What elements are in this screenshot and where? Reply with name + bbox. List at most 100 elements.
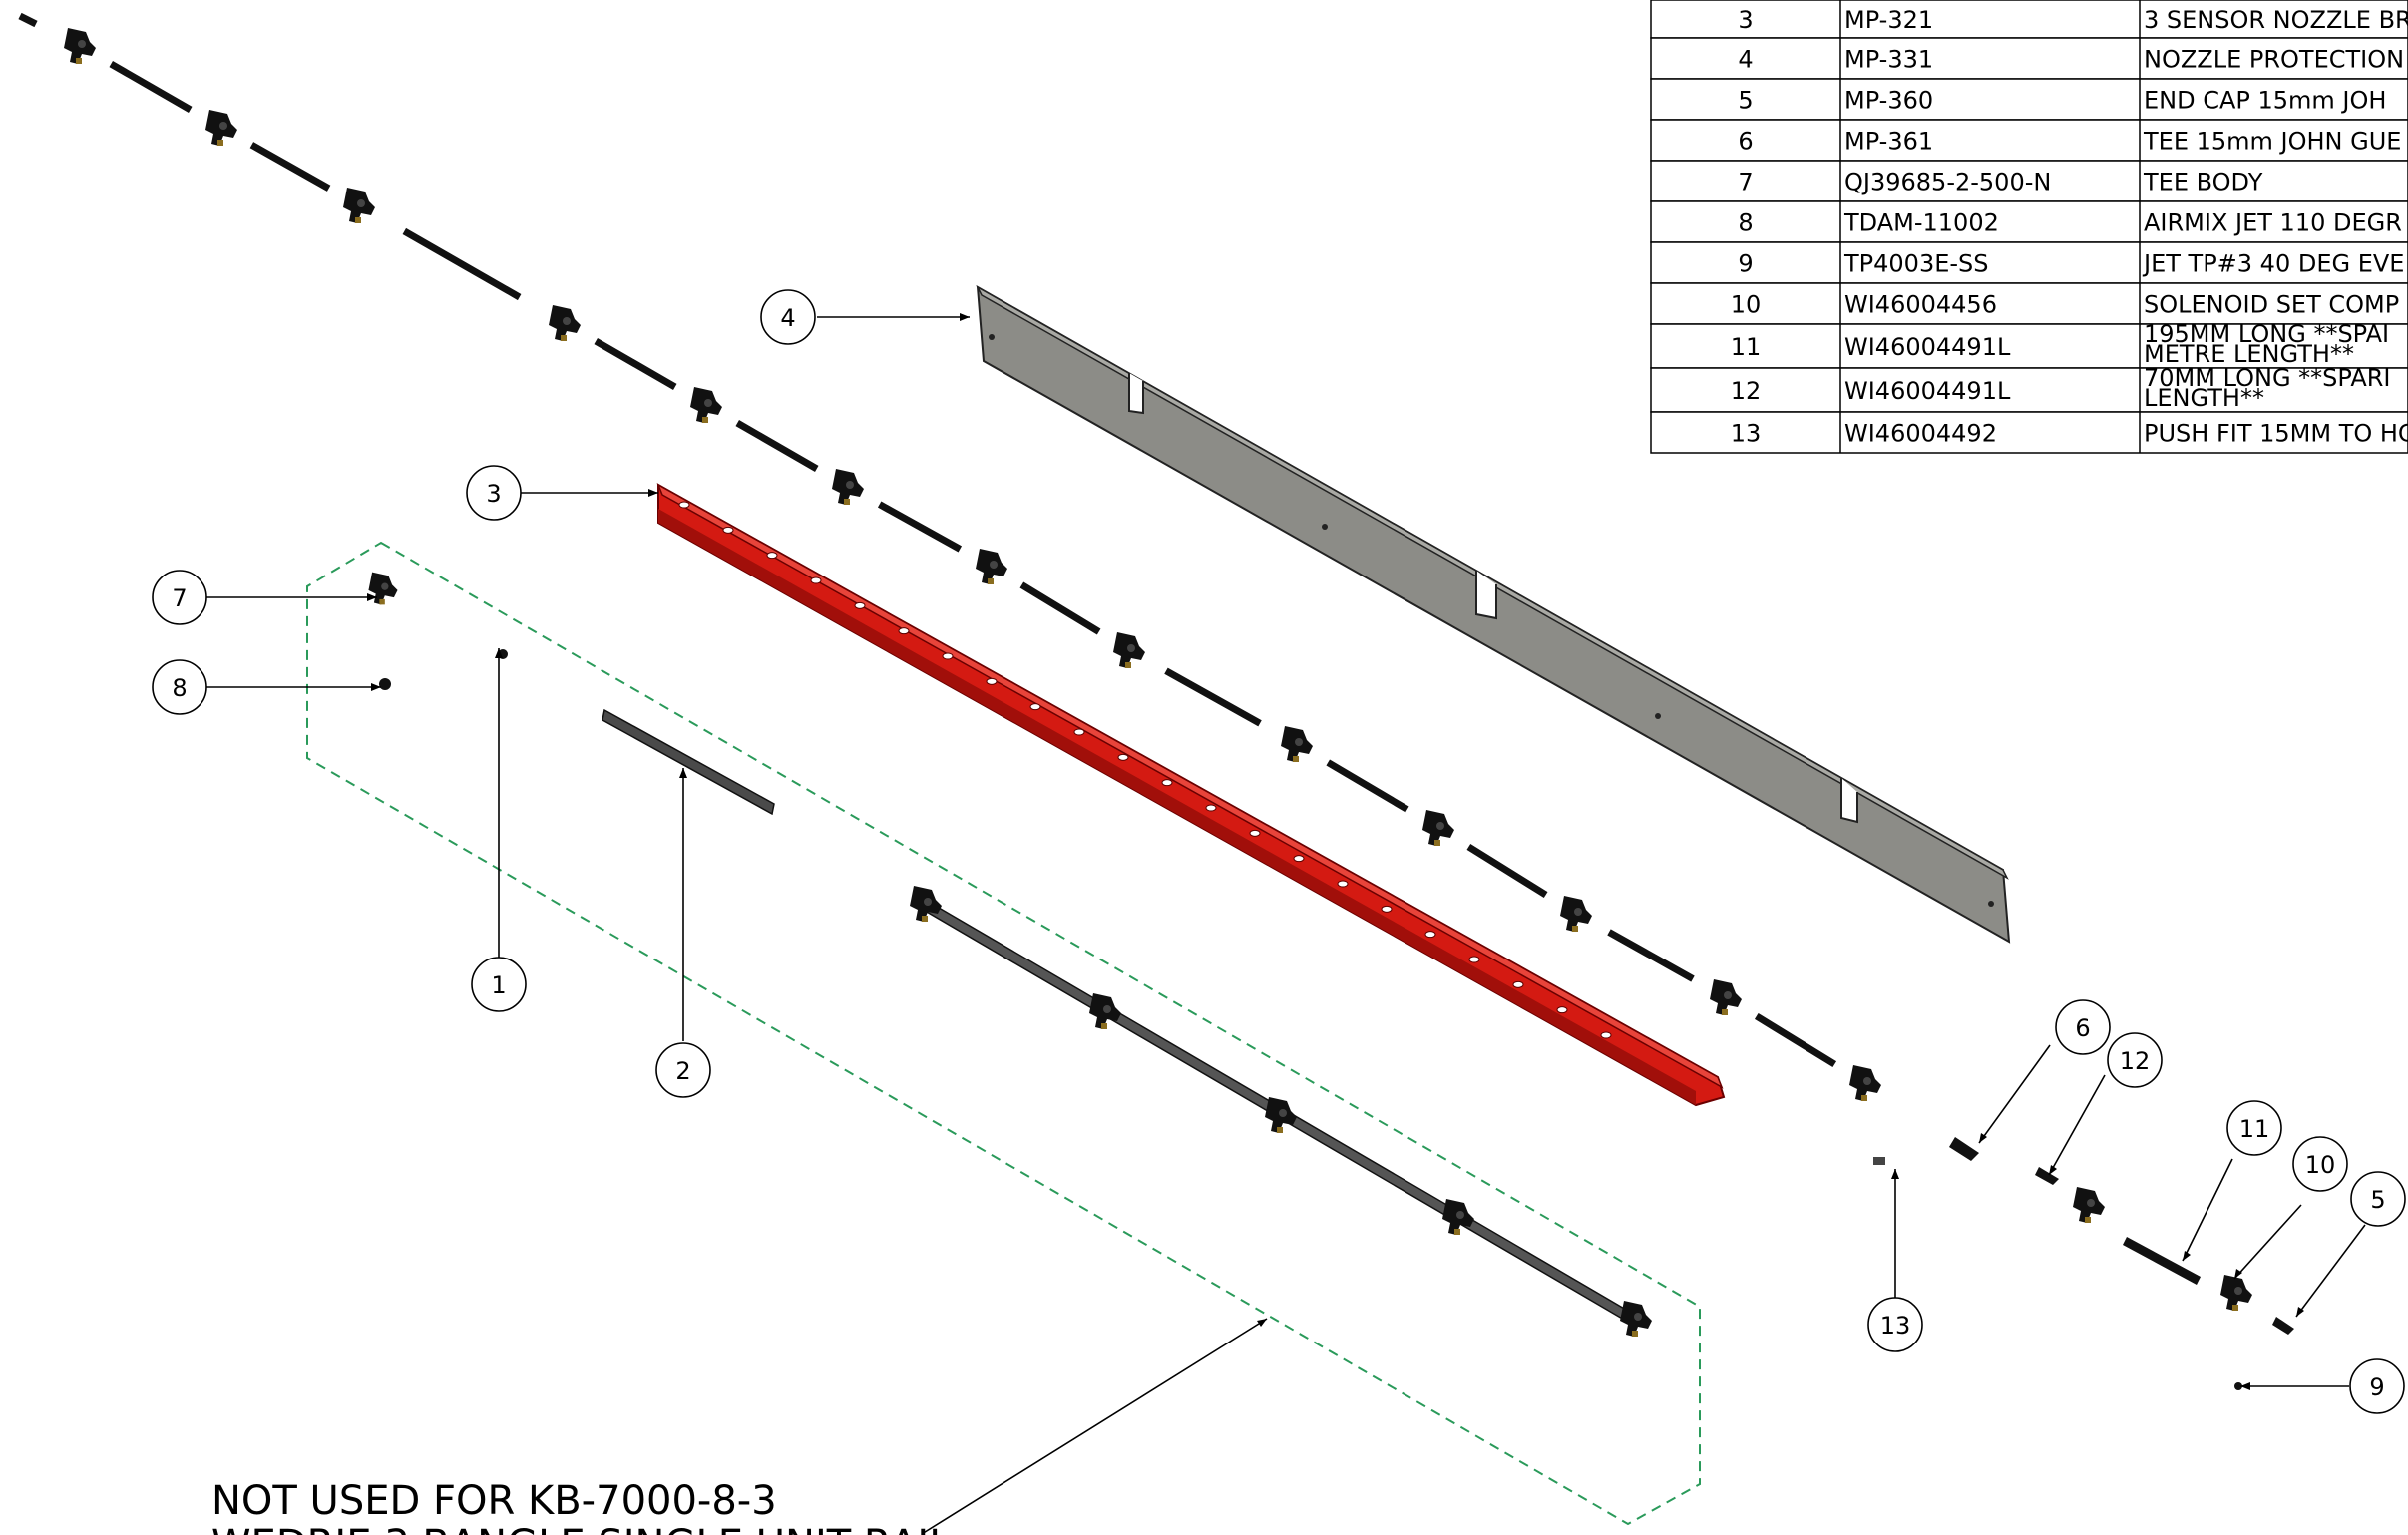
- balloon-13: 13: [1867, 1297, 1923, 1352]
- balloon-label: 5: [2370, 1186, 2385, 1214]
- balloon-label: 3: [486, 480, 501, 508]
- lower-boom: [910, 886, 1652, 1337]
- bom-item-number: 10: [1731, 291, 1762, 319]
- bom-description: AIRMIX JET 110 DEGR: [2144, 209, 2402, 237]
- bom-item-number: 12: [1731, 377, 1762, 405]
- bom-item-number: 13: [1731, 420, 1762, 448]
- pipe-segment: [1466, 843, 1548, 899]
- bom-description: SOLENOID SET COMP: [2144, 291, 2399, 319]
- balloon-label: 6: [2075, 1014, 2090, 1042]
- bom-description: TEE 15mm JOHN GUE: [2143, 128, 2401, 156]
- bom-item-number: 4: [1738, 46, 1753, 74]
- loose-parts: [368, 572, 2294, 1390]
- leader-arrowheads: [367, 313, 2304, 1390]
- balloon-10: 10: [2292, 1136, 2348, 1192]
- bom-description: METRE LENGTH**: [2144, 340, 2354, 368]
- bom-item-number: 3: [1738, 6, 1753, 34]
- rail-hole: [942, 652, 954, 660]
- pipe-segment: [402, 227, 522, 301]
- bom-description: PUSH FIT 15MM TO HC: [2144, 420, 2408, 448]
- nozzle-body: [1113, 632, 1145, 668]
- nozzle-body: [64, 28, 96, 64]
- rail-hole: [1205, 804, 1217, 812]
- rail-hole: [1073, 728, 1085, 736]
- bom-part-number: QJ39685-2-500-N: [1844, 169, 2051, 196]
- rail-hole: [1029, 703, 1041, 711]
- pipe-segment: [109, 61, 193, 113]
- bom-part-number: MP-360: [1844, 87, 1933, 115]
- nozzle-body: [1849, 1065, 1881, 1101]
- balloon-label: 4: [780, 304, 795, 332]
- pipe-segment: [877, 501, 963, 553]
- bom-part-number: TDAM-11002: [1843, 209, 1999, 237]
- balloon-label: 12: [2120, 1047, 2151, 1075]
- bom-description: LENGTH**: [2144, 384, 2264, 412]
- balloon-5: 5: [2350, 1171, 2406, 1227]
- balloon-4: 4: [760, 289, 816, 345]
- bom-description: END CAP 15mm JOH: [2144, 87, 2386, 115]
- bom-item-number: 8: [1738, 209, 1753, 237]
- balloon-label: 8: [172, 674, 187, 702]
- bom-description: NOZZLE PROTECTION: [2144, 46, 2404, 74]
- bom-description: 3 SENSOR NOZZLE BR: [2144, 6, 2408, 34]
- nozzle-body: [832, 469, 864, 505]
- leader-lines: [206, 316, 2366, 1535]
- pipe-segment: [18, 12, 38, 28]
- pipe-segment: [735, 420, 819, 472]
- rail-hole: [722, 526, 734, 534]
- nozzle-body: [1710, 979, 1742, 1015]
- rail-hole: [766, 552, 778, 560]
- note-line-2: WEDRIE 3 BANGLE SINGLE UNIT RAIL: [211, 1522, 952, 1535]
- bom-item-number: 5: [1738, 87, 1753, 115]
- rail-hole: [1249, 829, 1261, 837]
- rail-hole: [1337, 880, 1349, 888]
- rail-hole: [1293, 855, 1305, 863]
- balloon-6: 6: [2055, 999, 2111, 1055]
- balloon-label: 2: [675, 1057, 690, 1085]
- note-line-1: NOT USED FOR KB-7000-8-3: [211, 1478, 777, 1524]
- nozzle-body: [976, 549, 1007, 584]
- pipe-segment: [249, 142, 331, 192]
- bom-part-number: MP-361: [1844, 128, 1933, 156]
- rail-hole: [1424, 931, 1436, 939]
- pipe-segment: [594, 338, 677, 390]
- bom-row: 8 TDAM-11002 AIRMIX JET 110 DEGR: [1650, 200, 2408, 243]
- balloon-11: 11: [2226, 1100, 2282, 1156]
- rail-hole: [678, 501, 690, 509]
- rail-hole: [1381, 905, 1393, 913]
- balloon-7: 7: [152, 570, 207, 625]
- nozzle-chain: [18, 12, 1881, 1101]
- balloon-label: 7: [172, 584, 187, 612]
- nozzle-body: [343, 188, 375, 223]
- balloon-label: 1: [491, 971, 506, 999]
- nozzle-protection-plate: [976, 285, 2011, 944]
- bom-description: JET TP#3 40 DEG EVE: [2142, 250, 2404, 278]
- nozzle-body: [205, 110, 237, 146]
- pipe-segment: [1164, 667, 1262, 727]
- rail-hole: [854, 601, 866, 609]
- balloon-2: 2: [655, 1042, 711, 1098]
- nozzle-body: [1560, 896, 1592, 932]
- nozzle-body: [690, 387, 722, 423]
- note: NOT USED FOR KB-7000-8-3 WEDRIE 3 BANGLE…: [211, 1478, 952, 1535]
- rail-hole: [898, 627, 910, 635]
- rail-hole: [1512, 980, 1524, 988]
- rail-hole: [1117, 753, 1129, 761]
- nozzle-body: [1281, 726, 1313, 762]
- rail-holes: [678, 501, 1612, 1039]
- balloon-9: 9: [2349, 1358, 2405, 1414]
- balloon-12: 12: [2107, 1032, 2163, 1088]
- pipe-segment: [1019, 581, 1101, 635]
- balloon-label: 13: [1880, 1312, 1911, 1340]
- nozzle-body: [1422, 810, 1454, 846]
- bom-part-number: MP-331: [1844, 46, 1933, 74]
- bom-part-number: WI46004491L: [1844, 333, 2011, 361]
- pipe-segment: [1754, 1012, 1837, 1068]
